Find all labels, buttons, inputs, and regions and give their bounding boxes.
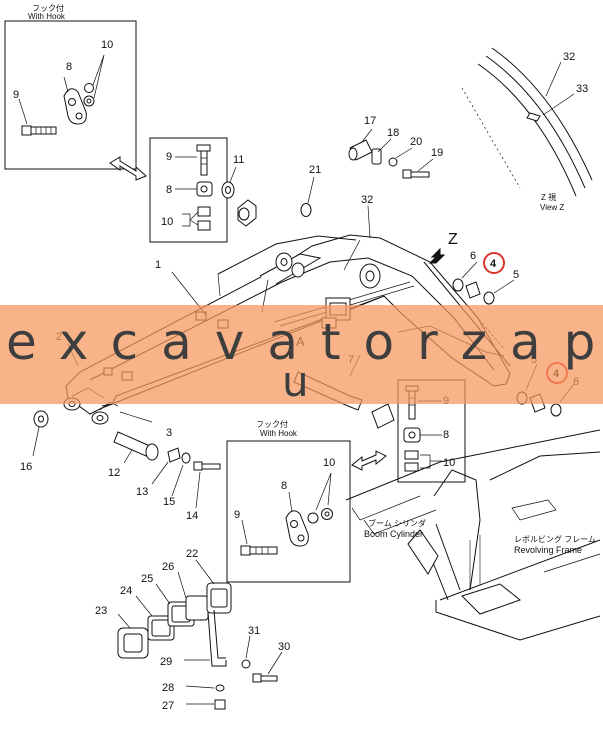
part-number: 32 [361,194,373,206]
part-number: 3 [166,427,172,439]
double-arrow [109,156,147,181]
part-number: 24 [120,585,132,597]
nut-part [83,95,95,107]
with-hook-label: With Hook [260,429,298,438]
part-number: 13 [136,486,148,498]
part-number: 9 [166,151,172,163]
part-number: 19 [431,147,443,159]
view-z-arrow: Z [428,231,458,264]
highlight-circle [483,252,505,274]
view-z-jp-label: Z 視 [541,193,556,202]
part-number: 15 [163,496,175,508]
watermark-band: excavatorzap.r u [0,305,603,404]
boom-cylinder-jp-label: ブーム シリンダ [368,518,426,528]
part-number: 27 [162,700,174,712]
part-number: 18 [387,127,399,139]
part-number: 10 [161,216,173,228]
part-number: 11 [233,154,244,166]
washer-part [33,410,49,428]
part-number: 20 [410,136,422,148]
part-number: 9 [234,509,240,521]
inset-frame [4,20,137,170]
boom-cylinder-label: Boom Cylinder [364,529,423,539]
part-number: 16 [20,461,32,473]
part-number: 5 [513,269,519,281]
part-number: 8 [443,429,449,441]
double-arrow [351,450,387,471]
part-number: 25 [141,573,153,585]
bolt-part [21,125,57,136]
part-number: 8 [281,480,287,492]
part-number: 33 [576,83,588,95]
boom-foot-pin-boss [359,263,381,289]
with-hook-label: With Hook [28,12,66,21]
pin-hardware: 12 13 15 14 [108,431,221,522]
part-number: 32 [563,51,575,63]
part-number: 21 [309,164,321,176]
part-number: 31 [248,625,260,637]
part-number-highlighted: 4 [490,258,497,270]
part-number: 9 [13,89,19,101]
part-number: 28 [162,682,174,694]
revolving-frame-jp-label: レボルビング フレーム [514,534,596,544]
inset-with-hook-top: フック付 With Hook 8 10 9 [4,3,137,170]
washer-part [84,83,94,93]
inset-bolt-nut: 9 8 10 [149,137,228,243]
part-number: 10 [323,457,335,469]
part-number: 26 [162,561,174,573]
with-hook-jp-label: フック付 [256,419,288,429]
lamp-part [117,627,149,659]
inset-with-hook-bottom: フック付 With Hook 10 8 9 [226,419,351,583]
hook-plate-part [285,510,309,547]
part-number: 8 [166,184,172,196]
bushing-set-upper: 6 5 4 [452,250,519,305]
revolving-frame: ブーム シリンダ Boom Cylinder レボルビング フレーム Revol… [345,429,601,641]
part-number: 10 [443,457,455,469]
washer-part [300,203,312,217]
with-hook-jp-label: フック付 [32,3,64,13]
pin-assembly: 17 18 20 19 [348,115,443,179]
z-label: Z [448,231,458,248]
inset-frame [226,440,351,583]
lamp-bracket-part [207,611,227,667]
part-number: 14 [186,510,198,522]
revolving-frame-label: Revolving Frame [514,545,582,555]
watermark-text: excavatorzap.r [6,313,603,371]
watermark-text-line2: u [282,357,309,404]
part-number: 17 [364,115,376,127]
part-number: 8 [66,61,72,73]
part-number: 1 [155,259,161,271]
part-number: 22 [186,548,198,560]
view-z-detail: 32 33 Z 視 View Z [461,47,593,212]
hook-plate-part [63,88,87,125]
washer-part [221,181,235,199]
part-number: 12 [108,467,120,479]
part-number: 29 [160,656,172,668]
lamp-rim-part [185,595,209,621]
part-number: 23 [95,605,107,617]
part-number: 10 [101,39,113,51]
part-number: 30 [278,641,290,653]
view-z-label: View Z [540,203,564,212]
part-number: 6 [470,250,476,262]
lamp-assembly: 23 24 25 26 22 29 28 27 31 30 [95,548,290,712]
lamp-housing-part [206,582,232,614]
bushing-part [237,199,257,227]
